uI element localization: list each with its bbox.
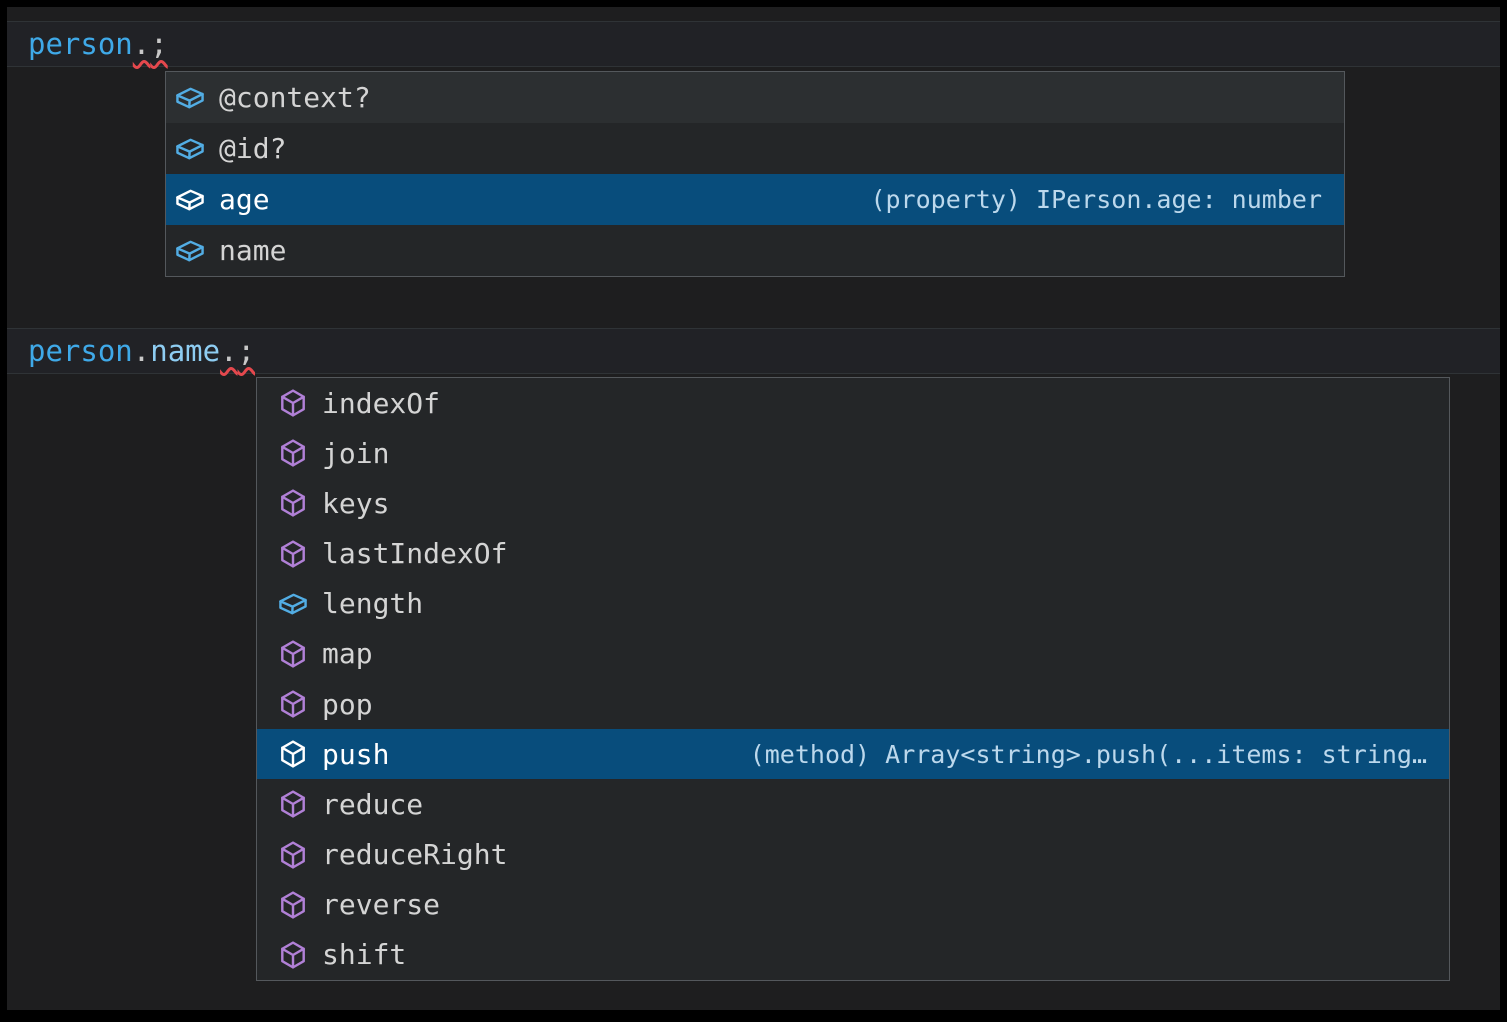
suggestion-item-keys[interactable]: keys: [257, 478, 1449, 528]
suggestion-detail: (property) IPerson.age: number: [870, 185, 1322, 214]
symbol-method-icon: [278, 840, 308, 870]
suggestion-item-map[interactable]: map: [257, 629, 1449, 679]
suggestion-item-join[interactable]: join: [257, 428, 1449, 478]
suggestion-label: join: [322, 436, 390, 470]
code-line-2[interactable]: person . name . ;: [7, 328, 1500, 374]
code-token-variable: person: [28, 27, 133, 61]
symbol-method-icon: [278, 789, 308, 819]
suggestion-item-id[interactable]: @id?: [166, 123, 1344, 174]
suggestion-label: reverse: [322, 888, 441, 922]
suggestion-label: length: [322, 587, 424, 621]
symbol-field-icon: [175, 236, 205, 266]
symbol-method-icon: [278, 438, 308, 468]
suggestion-item-reduce[interactable]: reduce: [257, 779, 1449, 829]
suggestion-label: @context?: [219, 81, 371, 114]
suggestion-label: keys: [322, 486, 390, 520]
symbol-field-icon: [175, 134, 205, 164]
symbol-method-icon: [278, 890, 308, 920]
code-token-dot-error: .: [132, 27, 151, 61]
suggestion-item-indexof[interactable]: indexOf: [257, 378, 1449, 428]
suggestion-detail: (method) Array<string>.push(...items: st…: [749, 739, 1427, 769]
code-token-semicolon-error: ;: [150, 27, 168, 61]
suggestion-label: shift: [322, 938, 407, 972]
suggestion-label: push: [322, 737, 390, 771]
suggestion-label: age: [219, 183, 270, 216]
suggestion-label: name: [219, 234, 287, 267]
suggestion-label: pop: [322, 687, 373, 721]
suggest-widget-2: indexOf join keys lastIndexOf length map…: [256, 377, 1450, 981]
suggestion-label: map: [322, 637, 373, 671]
symbol-field-icon: [278, 589, 308, 619]
symbol-method-icon: [278, 940, 308, 970]
suggestion-item-pop[interactable]: pop: [257, 679, 1449, 729]
suggestion-item-length[interactable]: length: [257, 579, 1449, 629]
suggest-widget-1: @context? @id? age (property) IPerson.ag…: [165, 71, 1345, 277]
code-token-dot: .: [132, 334, 151, 368]
suggestion-item-shift[interactable]: shift: [257, 930, 1449, 980]
symbol-method-icon: [278, 689, 308, 719]
code-token-property: name: [150, 334, 221, 368]
symbol-method-icon: [278, 539, 308, 569]
code-token-dot-error: .: [220, 334, 238, 368]
symbol-method-icon: [278, 739, 308, 769]
code-token-variable: person: [28, 334, 133, 368]
suggestion-item-context[interactable]: @context?: [166, 72, 1344, 123]
suggestion-item-lastindexof[interactable]: lastIndexOf: [257, 529, 1449, 579]
symbol-field-icon: [175, 83, 205, 113]
suggestion-label: reduceRight: [322, 838, 508, 872]
symbol-method-icon: [278, 488, 308, 518]
suggestion-item-reverse[interactable]: reverse: [257, 880, 1449, 930]
suggestion-label: @id?: [219, 132, 287, 165]
symbol-method-icon: [278, 639, 308, 669]
code-token-semicolon-error: ;: [237, 334, 256, 368]
suggestion-item-age[interactable]: age (property) IPerson.age: number: [166, 174, 1344, 225]
suggestion-item-name[interactable]: name: [166, 225, 1344, 276]
code-line-1[interactable]: person . ;: [7, 21, 1500, 67]
suggestion-label: reduce: [322, 787, 424, 821]
symbol-method-icon: [278, 388, 308, 418]
suggestion-label: lastIndexOf: [322, 537, 508, 571]
symbol-field-icon: [175, 185, 205, 215]
suggestion-item-reduceright[interactable]: reduceRight: [257, 830, 1449, 880]
suggestion-item-push[interactable]: push (method) Array<string>.push(...item…: [257, 729, 1449, 780]
suggestion-label: indexOf: [322, 386, 441, 420]
